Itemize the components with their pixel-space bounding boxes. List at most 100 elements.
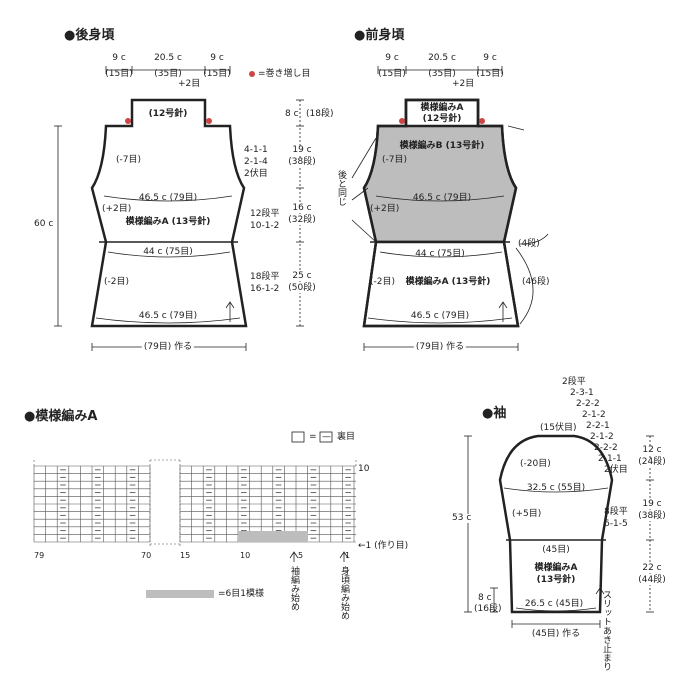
back-title: ●後身頃 [64, 28, 115, 43]
sleeve-title: ●袖 [482, 406, 507, 421]
back-dim-right: 9 c [210, 53, 224, 63]
back-rule-1b: 2-1-4 [244, 157, 268, 167]
back-height: 60 c [34, 219, 54, 229]
legend-purl-label: 裏目 [337, 432, 356, 442]
back-width-2: 44 c (75目) [143, 247, 193, 257]
back-width-3: 46.5 c (79目) [138, 311, 198, 321]
repeat-legend-swatch [146, 590, 214, 598]
scale-4-cm: 25 c [292, 271, 312, 281]
sleeve-rule-1: 2段平 [562, 377, 586, 387]
front-minus2: (-2目) [370, 277, 395, 287]
front-count-center: (35目) [428, 69, 456, 79]
sleeve-right-1-cm: 12 c [642, 445, 662, 455]
front-width-1: 46.5 c (79目) [412, 193, 472, 203]
chart-row-10: 10 [358, 464, 370, 474]
sleeve-rule-4: 2-1-2 [582, 410, 606, 420]
chart-col-15: 15 [180, 551, 191, 560]
sleeve-pattern: 模様編みA [534, 563, 578, 573]
back-dimension-lines [54, 66, 247, 351]
front-dim-right: 9 c [483, 53, 497, 63]
chart-col-10: 10 [240, 551, 251, 560]
scale-3-rows: (32段) [288, 215, 316, 225]
sleeve-right-3-cm: 22 c [642, 563, 662, 573]
sleeve-plus5: (+5目) [512, 509, 542, 519]
scale-2-cm: 19 c [292, 145, 312, 155]
scale-4-rows: (50段) [288, 283, 316, 293]
front-pattern-a: 模様編みA (13号針) [405, 277, 491, 287]
sleeve-bind-15: (15伏目) [540, 423, 577, 433]
sleeve-rule-3: 2-2-2 [576, 399, 600, 409]
sleeve-rule-9: 2伏目 [604, 465, 628, 475]
sleeve-right-2-cm: 19 c [642, 499, 662, 509]
scale-1-cm: 8 c [285, 109, 299, 119]
pattern-a-title: ●模様編みA [24, 409, 98, 424]
back-collar-needle: (12号針) [148, 109, 188, 119]
sleeve-rule-7: 2-2-2 [594, 443, 618, 453]
back-count-left: (15目) [105, 69, 133, 79]
legend-purl-symbol: — [322, 432, 331, 442]
sleeve-slit-label: スリットあき止まり [601, 590, 611, 671]
back-plus2-side: (+2目) [102, 204, 132, 214]
cast-on-marks [125, 71, 255, 124]
back-cast-on: (79目) 作る [141, 342, 195, 352]
front-title: ●前身頃 [354, 28, 405, 43]
sleeve-rule-6: 2-1-2 [590, 432, 614, 442]
scale-1-rows: (18段) [306, 109, 334, 119]
front-cast-on: (79目) 作る [413, 342, 467, 352]
front-count-left: (15目) [378, 69, 406, 79]
front-body-shape [362, 98, 520, 328]
back-rule-2a: 12段平 [250, 209, 280, 219]
sleeve-height: 53 c [452, 513, 472, 523]
back-count-center: (35目) [154, 69, 182, 79]
cast-on-legend: =巻き増し目 [258, 69, 311, 79]
front-collar-needle: (12号針) [422, 114, 462, 124]
sleeve-right-2-rows: (38段) [638, 511, 666, 521]
front-dim-left: 9 c [385, 53, 399, 63]
chart-row-1: ←1 (作り目) [358, 541, 409, 551]
body-start-label: 身頃編み始め [339, 566, 349, 620]
sleeve-right-1-rows: (24段) [638, 457, 666, 467]
front-plus2: +2目 [452, 79, 475, 89]
front-count-right: (15目) [476, 69, 504, 79]
back-rule-3a: 18段平 [250, 272, 280, 282]
sleeve-start-label: 袖編み始め [289, 566, 299, 611]
sleeve-cuff-rows: (16段) [474, 604, 502, 614]
back-dim-center: 20.5 c [154, 53, 182, 63]
back-width-1: 46.5 c (79目) [138, 193, 198, 203]
front-plus2-side: (+2目) [370, 204, 400, 214]
front-dim-center: 20.5 c [428, 53, 456, 63]
back-rule-3b: 16-1-2 [250, 284, 280, 294]
front-minus7: (-7目) [382, 155, 407, 165]
front-width-2: 44 c (75目) [415, 249, 465, 259]
pattern-a-chart [33, 459, 357, 546]
chart-col-70: 70 [141, 551, 152, 560]
back-body-shape [90, 98, 248, 328]
back-pattern-label: 模様編みA (13号針) [125, 217, 211, 227]
chart-col-79: 79 [34, 551, 45, 560]
back-dim-left: 9 c [112, 53, 126, 63]
sleeve-cast-on: (45目) 作る [531, 629, 581, 639]
scale-2-rows: (38段) [288, 157, 316, 167]
sleeve-rule-2: 2-3-1 [570, 388, 594, 398]
sleeve-cuff-cm: 8 c [478, 593, 492, 603]
front-collar-pattern: 模様編みA [420, 103, 464, 113]
front-rows-4: (4段) [518, 239, 540, 249]
front-rows-46: (46段) [522, 277, 550, 287]
back-count-right: (15目) [203, 69, 231, 79]
back-rule-1a: 4-1-1 [244, 145, 268, 155]
back-rule-2b: 10-1-2 [250, 221, 280, 231]
chart-col-1: 1 [345, 551, 351, 560]
back-minus2: (-2目) [104, 277, 129, 287]
repeat-highlight [238, 531, 308, 542]
chart-col-5: 5 [298, 551, 304, 560]
sleeve-shape [498, 434, 614, 614]
front-same-as-back: 後と同じ [336, 170, 346, 206]
back-rule-1c: 2伏目 [244, 169, 268, 179]
sleeve-rule-5: 2-2-1 [586, 421, 610, 431]
sleeve-count-45: (45目) [542, 545, 570, 555]
sleeve-rule-2a: 8段平 [604, 507, 628, 517]
legend-equals: = [309, 432, 317, 442]
sleeve-rule-2b: 6-1-5 [604, 519, 628, 529]
sleeve-needle: (13号針) [536, 575, 576, 585]
